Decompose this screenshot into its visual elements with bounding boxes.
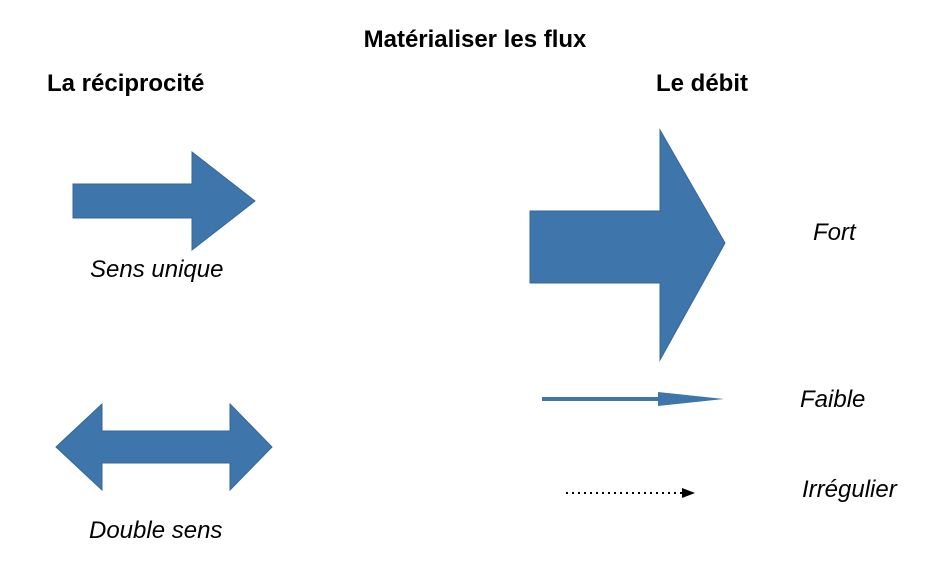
reciprocity-heading: La réciprocité	[47, 70, 205, 97]
caption-fort: Fort	[813, 219, 856, 246]
one-way-arrow-icon	[72, 150, 256, 252]
dotted-arrow-icon	[566, 488, 695, 498]
thick-arrow-icon	[529, 128, 726, 362]
thin-arrow-icon	[542, 392, 724, 406]
caption-irregulier: Irrégulier	[802, 476, 897, 503]
caption-double-sens: Double sens	[89, 517, 223, 544]
caption-faible: Faible	[800, 386, 866, 413]
two-way-arrow-icon	[55, 402, 273, 492]
diagram-title: Matérialiser les flux	[363, 26, 587, 53]
caption-sens-unique: Sens unique	[90, 256, 224, 283]
debit-heading: Le débit	[656, 70, 749, 97]
